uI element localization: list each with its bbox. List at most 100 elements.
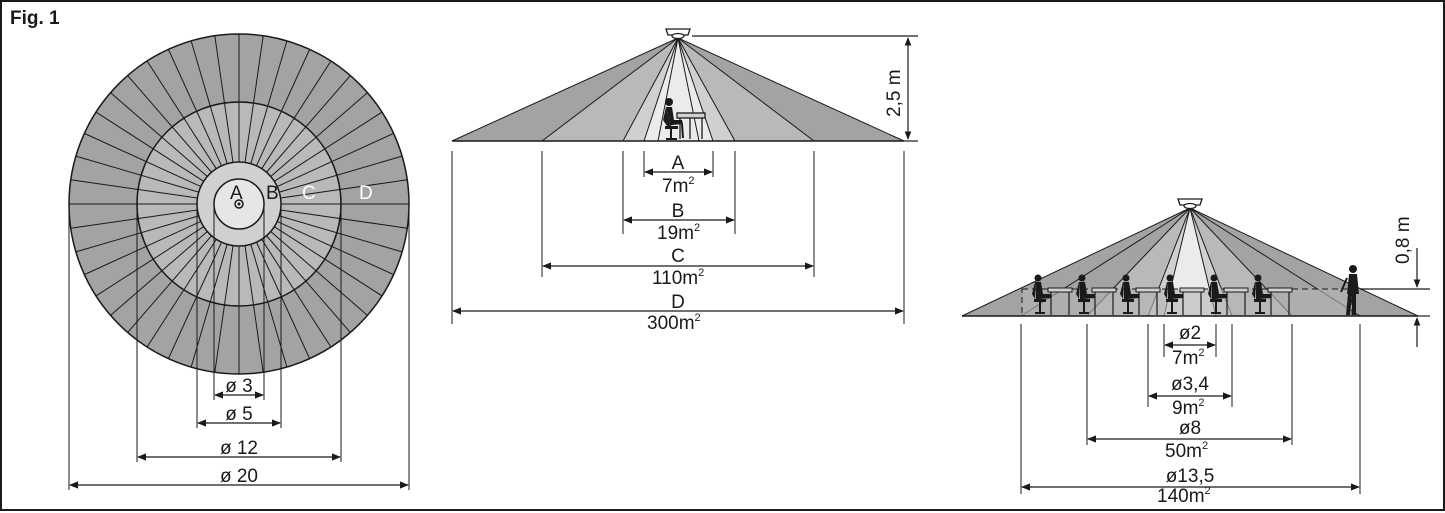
sector-line (244, 245, 264, 373)
sector-line (146, 60, 217, 169)
sector-line (266, 75, 351, 173)
seated-person-icon (663, 98, 684, 140)
sector-line (266, 235, 351, 333)
height-label-high: 2,5 m (884, 69, 905, 117)
standing-person-icon (1340, 265, 1359, 315)
top-extension-lines (68, 204, 410, 490)
side-extension-lines (451, 151, 905, 324)
sector-line (255, 241, 311, 359)
seated-people-row (1032, 274, 1293, 315)
sector-line (214, 245, 234, 373)
dim-label-d12: ø 12 (220, 438, 258, 459)
sector-line (541, 37, 679, 142)
dim-label-d3: ø 3 (225, 376, 252, 397)
low-height-dimension (1360, 248, 1430, 347)
zone-label-c: C (302, 183, 316, 204)
sector-line (70, 179, 198, 199)
low-zone-area-1: 7m2 (1172, 347, 1205, 369)
side-zone-area-a: 7m2 (662, 175, 695, 197)
low-dimension-arrows (1021, 341, 1360, 491)
side-zone-letter-a: A (672, 153, 685, 174)
sector-line (677, 37, 736, 142)
sector-line (127, 235, 212, 333)
sector-line (255, 49, 311, 167)
desk-icon (676, 112, 706, 139)
sector-line (110, 92, 208, 177)
side-dimension-arrows (452, 168, 904, 315)
sector-line (270, 92, 368, 177)
low-zone-diameter-3: ø8 (1179, 418, 1201, 439)
seated-person-icon (1032, 274, 1073, 315)
cone-lines (451, 37, 905, 142)
ceiling-sensor-icon-low (1177, 198, 1203, 210)
sensor-center (234, 199, 244, 209)
side-zone-letter-d: D (671, 292, 685, 313)
sector-line (110, 231, 208, 316)
sector-line (84, 132, 202, 188)
sector-line (280, 209, 408, 229)
sector-line (190, 40, 228, 164)
zone-label-a: A (230, 183, 243, 204)
sector-line (261, 239, 332, 348)
sector-line (75, 155, 199, 193)
sector-line (270, 231, 368, 316)
figure-title: Fig. 1 (10, 8, 60, 29)
low-zone-area-4: 140m2 (1157, 485, 1211, 507)
sector-line (677, 37, 815, 142)
low-zone-diameter-4: ø13,5 (1166, 466, 1215, 487)
desk-band (1021, 288, 1353, 317)
top-view: A B C D ø 3 ø 5 (68, 33, 410, 490)
dim-label-d20: ø 20 (220, 466, 258, 487)
seated-person-icon (1076, 274, 1117, 315)
ceiling-sensor-icon (665, 28, 691, 40)
sector-line (274, 111, 383, 182)
sector-line (167, 241, 223, 359)
low-zone-diameter-2: ø3,4 (1171, 374, 1209, 395)
sector-line (643, 37, 679, 142)
sector-line (95, 226, 204, 297)
sector-lines (69, 34, 409, 374)
low-zone-diameter-1: ø2 (1179, 323, 1201, 344)
sector-line (70, 209, 198, 229)
dim-label-d5: ø 5 (225, 404, 252, 425)
sector-line (274, 226, 383, 297)
seated-person-icon (1208, 274, 1249, 315)
sector-line (622, 37, 679, 142)
sensor-center-dot (237, 202, 241, 206)
zone-label-b: B (266, 183, 279, 204)
low-zone-area-3: 50m2 (1165, 440, 1208, 462)
side-zone-letter-c: C (671, 246, 685, 267)
height-dimension (692, 35, 918, 142)
sector-line (677, 37, 714, 142)
seated-person-icon (1164, 274, 1205, 315)
sector-line (961, 207, 1191, 317)
low-extension-lines (1020, 324, 1361, 494)
height-label-low: 0,8 m (1393, 216, 1414, 264)
sector-line (451, 37, 679, 142)
side-view-high: 2,5 m A 7m2 B 19m2 C (451, 28, 918, 334)
side-zone-area-d: 300m2 (647, 312, 701, 334)
seated-person-icon (1120, 274, 1161, 315)
zone-label-d: D (359, 183, 373, 204)
sector-line (250, 40, 288, 164)
sector-line (280, 179, 408, 199)
side-zone-letter-b: B (672, 201, 685, 222)
sector-line (127, 75, 212, 173)
side-zone-area-b: 19m2 (657, 222, 700, 244)
sector-line (261, 60, 332, 169)
sector-line (279, 155, 403, 193)
sector-line (167, 49, 223, 167)
sector-line (146, 239, 217, 348)
sector-line (214, 35, 234, 163)
sector-line (657, 37, 679, 142)
sector-line (244, 35, 264, 163)
sector-line (1189, 207, 1419, 317)
top-dimension-arrows (69, 391, 409, 489)
sector-line (276, 132, 394, 188)
side-view-low: 0,8 m ø2 7m2 ø3,4 9m2 ø (961, 198, 1430, 507)
sector-line (276, 220, 394, 276)
side-zone-area-c: 110m2 (652, 267, 704, 289)
sector-line (677, 37, 700, 142)
